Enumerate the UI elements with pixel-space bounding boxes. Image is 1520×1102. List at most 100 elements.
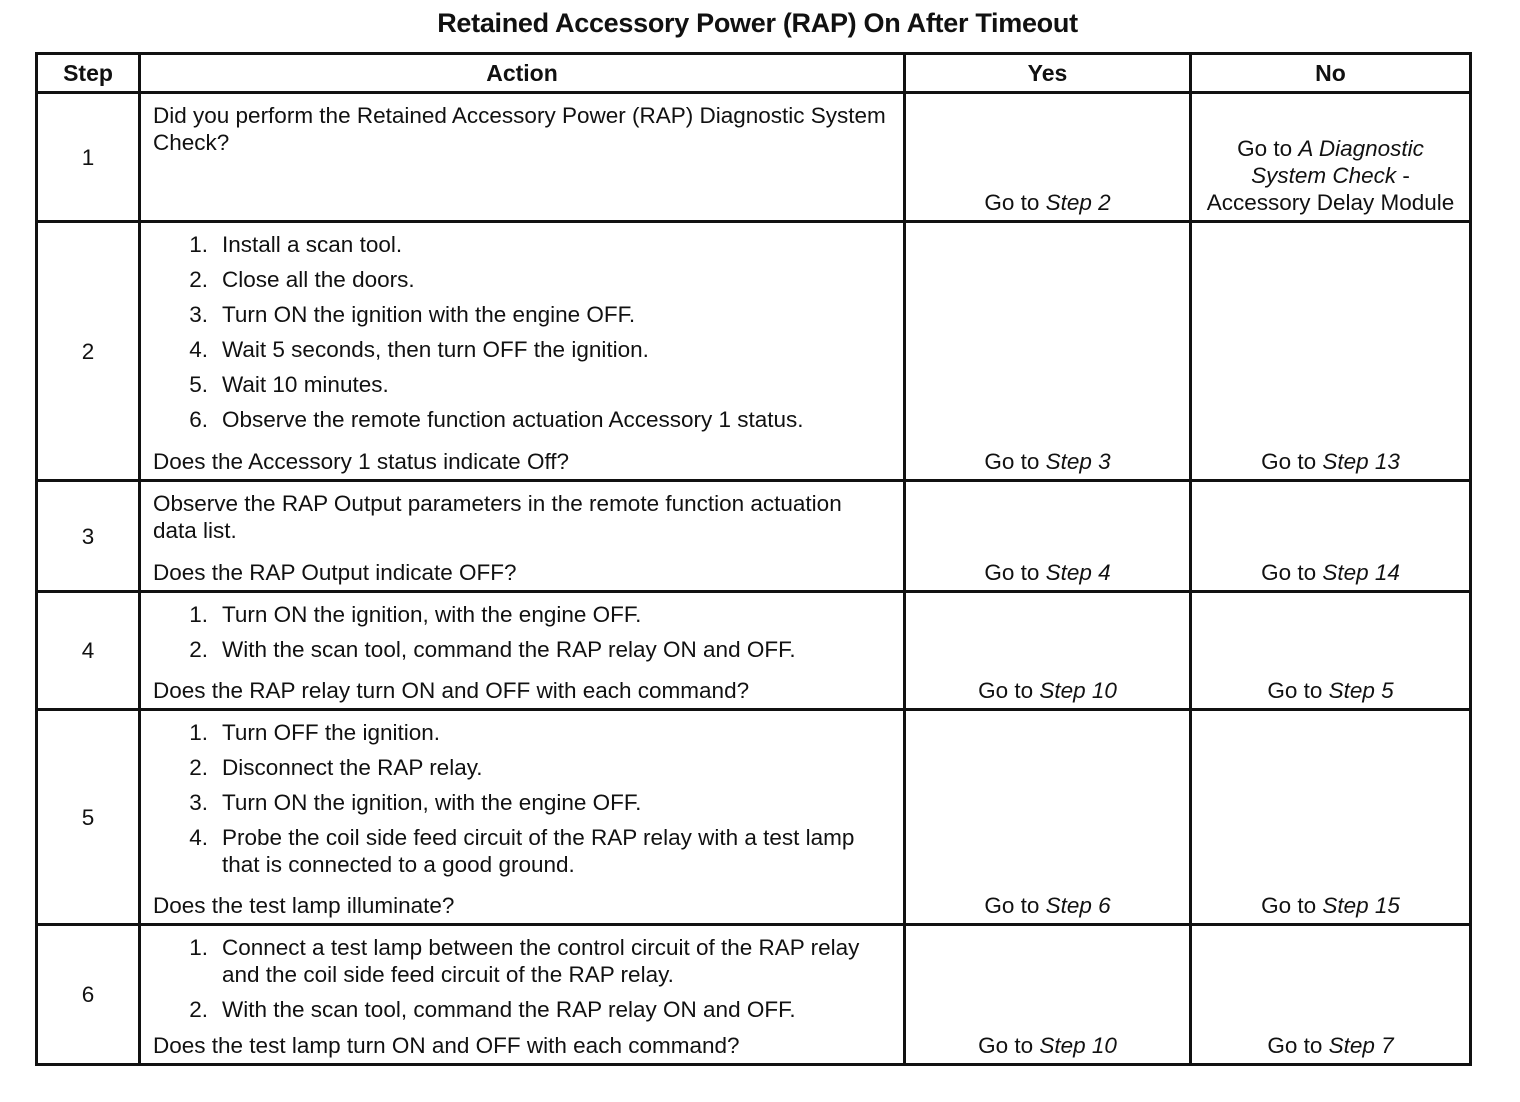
action-item: 4.Probe the coil side feed circuit of th… [153,824,891,878]
no-target: A Diagnostic System Check [1251,136,1424,188]
step-number: 2 [35,220,141,482]
action-text: Observe the RAP Output parameters in the… [153,491,842,543]
item-text: Connect a test lamp between the control … [222,935,860,987]
no-prefix: Go to [1261,449,1323,474]
action-item: 2.With the scan tool, command the RAP re… [153,636,891,663]
yes-cell: Go to Step 2 [903,91,1192,223]
action-cell: 1.Install a scan tool. 2.Close all the do… [138,220,906,482]
item-text: With the scan tool, command the RAP rela… [222,637,796,662]
action-content: 1.Install a scan tool. 2.Close all the do… [141,223,903,479]
yes-result: Go to Step 4 [906,482,1189,590]
no-result: Go to Step 5 [1192,593,1469,708]
yes-prefix: Go to [984,560,1046,585]
no-target: Step 14 [1322,560,1400,585]
item-text: Observe the remote function actuation Ac… [222,407,804,432]
header-yes: Yes [903,52,1192,94]
no-result: Go to Step 15 [1192,711,1469,923]
no-cell: Go to A Diagnostic System Check - Access… [1189,91,1472,223]
yes-cell: Go to Step 3 [903,220,1192,482]
item-text: Close all the doors. [222,267,415,292]
item-number: 3. [189,302,208,327]
yes-cell: Go to Step 6 [903,708,1192,926]
yes-prefix: Go to [984,449,1046,474]
yes-line: Go to Step 10 [912,1032,1183,1059]
action-item: 2. Disconnect the RAP relay. [153,754,891,781]
no-line: Go to Step 15 [1198,892,1463,919]
yes-target: Step 6 [1045,893,1111,918]
item-number: 2. [189,755,208,780]
step-number: 1 [35,91,141,223]
action-cell: Observe the RAP Output parameters in the… [138,479,906,593]
action-content: Observe the RAP Output parameters in the… [141,482,903,590]
item-text: With the scan tool, command the RAP rela… [222,997,796,1022]
yes-line: Go to Step 3 [912,448,1183,475]
yes-target: Step 3 [1045,449,1111,474]
action-item: 1. Turn OFF the ignition. [153,719,891,746]
item-text: Probe the coil side feed circuit of the … [222,825,855,877]
no-prefix: Go to [1267,1033,1329,1058]
item-number: 3. [189,790,208,815]
yes-result: Go to Step 3 [906,223,1189,479]
no-result: Go to Step 14 [1192,482,1469,590]
yes-result: Go to Step 10 [906,593,1189,708]
yes-target: Step 10 [1039,678,1117,703]
action-item: 1.Turn ON the ignition, with the engine … [153,601,891,628]
action-question: Does the test lamp illuminate? [153,893,455,918]
item-number: 1. [189,935,208,960]
action-question: Does the RAP Output indicate OFF? [153,560,517,585]
document-title: Retained Accessory Power (RAP) On After … [437,8,1078,38]
yes-prefix: Go to [978,678,1040,703]
item-number: 1. [189,232,208,257]
yes-prefix: Go to [984,190,1046,215]
no-prefix: Go to [1237,136,1299,161]
action-item: 2.Close all the doors. [153,266,891,293]
item-text: Turn OFF the ignition. [222,720,441,745]
yes-prefix: Go to [978,1033,1040,1058]
no-cell: Go to Step 14 [1189,479,1472,593]
no-prefix: Go to [1267,678,1329,703]
table-row: 2 1.Install a scan tool. 2.Close all the d… [35,220,1472,482]
action-item: 1.Install a scan tool. [153,231,891,258]
item-text: Disconnect the RAP relay. [222,755,483,780]
no-cell: Go to Step 13 [1189,220,1472,482]
item-text: Wait 10 minutes. [222,372,389,397]
yes-target: Step 2 [1045,190,1111,215]
item-number: 5. [189,372,208,397]
item-number: 2. [189,997,208,1022]
header-action: Action [138,52,906,94]
action-item: 4.Wait 5 seconds, then turn OFF the igni… [153,336,891,363]
no-result: Go to Step 13 [1192,223,1469,479]
header-no: No [1189,52,1472,94]
action-item: 1. Connect a test lamp between the contro… [153,934,891,988]
item-number: 1. [189,602,208,627]
yes-line: Go to Step 6 [912,892,1183,919]
item-number: 4. [189,337,208,362]
yes-line: Go to Step 2 [912,189,1183,216]
yes-result: Go to Step 2 [906,94,1189,220]
action-item: 2. With the scan tool, command the RAP re… [153,996,891,1023]
action-item: 3.Turn ON the ignition, with the engine … [153,789,891,816]
no-cell: Go to Step 5 [1189,590,1472,711]
action-content: 1. Turn OFF the ignition. 2. Disconnect the… [141,711,903,923]
no-target: Step 7 [1328,1033,1394,1058]
yes-cell: Go to Step 10 [903,590,1192,711]
action-cell: 1. Turn OFF the ignition. 2. Disconnect the… [138,708,906,926]
yes-line: Go to Step 4 [912,559,1183,586]
action-item: 3. Turn ON the ignition with the engine O… [153,301,891,328]
no-line: Go to Step 14 [1198,559,1463,586]
item-text: Turn ON the ignition with the engine OFF… [222,302,636,327]
header-row: Step Action Yes No [35,52,1472,94]
item-number: 1. [189,720,208,745]
action-cell: 1.Turn ON the ignition, with the engine … [138,590,906,711]
action-cell: Did you perform the Retained Accessory P… [138,91,906,223]
no-line: Go to A Diagnostic System Check - Access… [1198,135,1463,216]
no-cell: Go to Step 15 [1189,708,1472,926]
no-target: Step 13 [1322,449,1400,474]
action-content: 1. Connect a test lamp between the contro… [141,926,903,1063]
yes-cell: Go to Step 10 [903,923,1192,1066]
yes-result: Go to Step 10 [906,926,1189,1063]
